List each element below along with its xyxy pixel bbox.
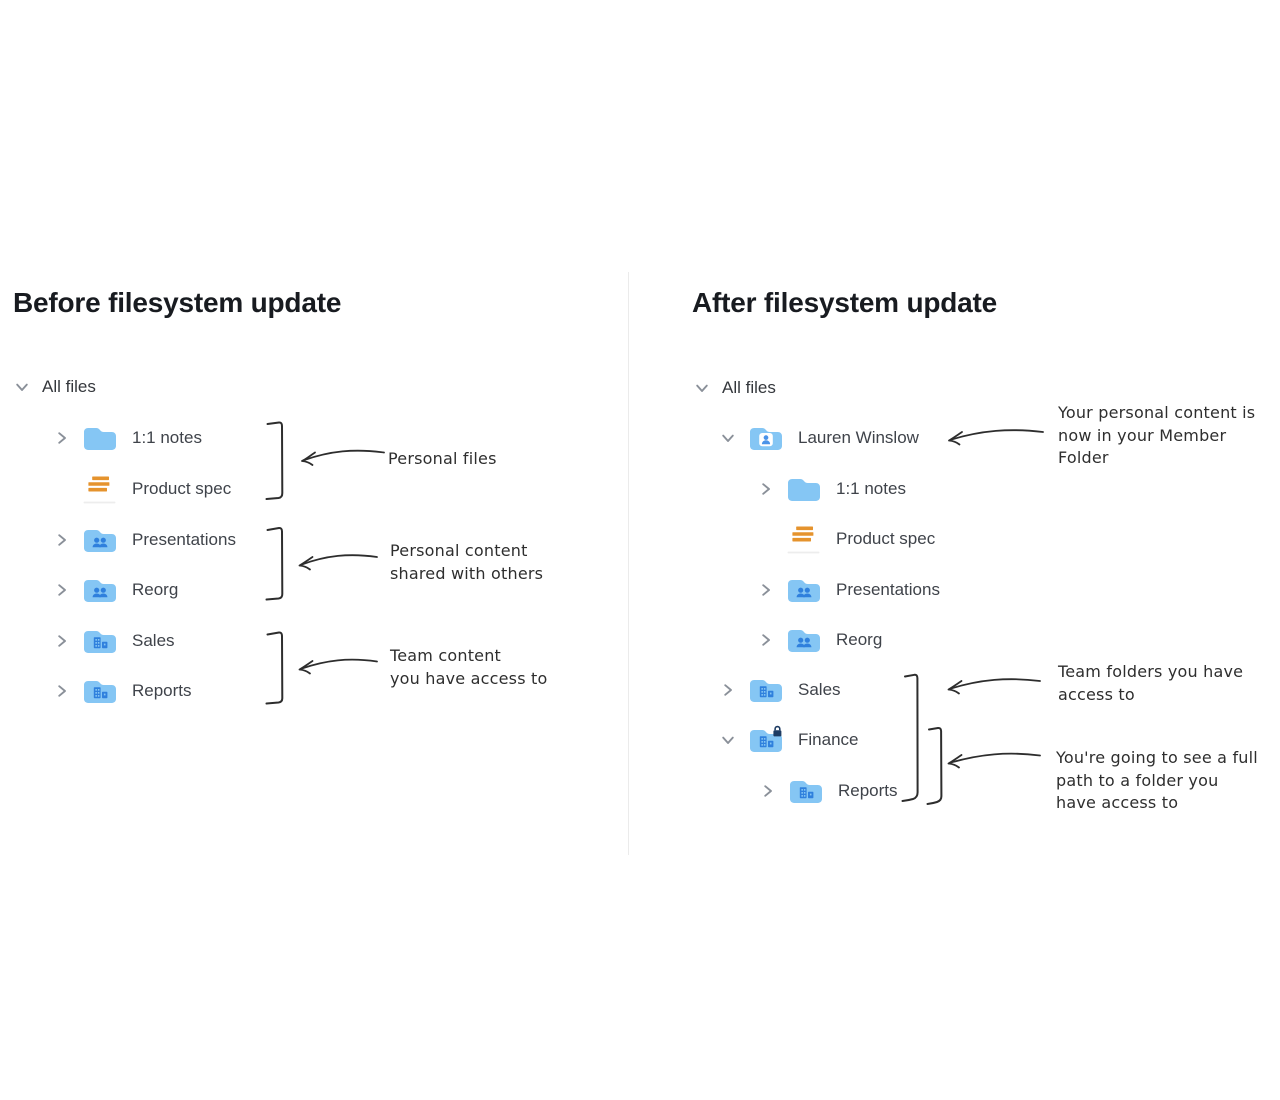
chevron-right-icon[interactable] — [54, 633, 70, 649]
tree-item-label: Reorg — [132, 580, 179, 599]
bracket-team-content — [265, 631, 284, 705]
tree-root-all-files-before[interactable]: All files — [14, 365, 96, 409]
locked-team-folder-icon — [748, 724, 784, 756]
chevron-right-icon[interactable] — [720, 682, 736, 698]
tree-item-product-spec[interactable]: Product spec — [54, 467, 231, 511]
tree-item-label: Sales — [798, 680, 841, 699]
shared-folder-icon — [786, 574, 822, 606]
team-folder-icon — [82, 675, 118, 707]
chevron-right-icon[interactable] — [54, 430, 70, 446]
arrow-full-path — [947, 752, 1041, 769]
tree-item-sales[interactable]: Sales — [54, 619, 175, 663]
tree-item-label: Product spec — [836, 529, 936, 548]
annotation-personal-files: Personal files — [388, 449, 497, 468]
tree-item-label: Lauren Winslow — [798, 428, 919, 447]
tree-root-all-files-after[interactable]: All files — [694, 366, 776, 410]
tree-item-finance[interactable]: Finance — [720, 718, 858, 762]
shared-folder-icon — [82, 574, 118, 606]
member-folder-icon — [748, 422, 784, 454]
tree-item-label: Reports — [132, 681, 192, 700]
annotation-personal-content-shared: Personal content shared with others — [390, 541, 544, 583]
tree-item-label: Sales — [132, 631, 175, 650]
tree-item-label: Reports — [838, 781, 898, 800]
arrow-team-content — [298, 658, 378, 675]
tree-item-reports[interactable]: Reports — [54, 669, 192, 713]
tree-item-1-1-notes[interactable]: 1:1 notes — [54, 416, 202, 460]
shared-folder-icon — [82, 524, 118, 556]
before-panel-title: Before filesystem update — [13, 287, 342, 318]
bracket-full-path — [926, 726, 943, 805]
chevron-down-icon[interactable] — [14, 379, 30, 395]
tree-item-presentations[interactable]: Presentations — [758, 568, 940, 612]
panel-divider — [628, 272, 629, 855]
tree-item-label: 1:1 notes — [132, 428, 202, 447]
arrow-member-folder — [948, 429, 1044, 446]
tree-item-product-spec[interactable]: Product spec — [758, 517, 935, 561]
tree-item-label: Presentations — [836, 580, 940, 599]
annotation-member-folder: Your personal content is now in your Mem… — [1058, 403, 1256, 467]
chevron-right-icon[interactable] — [54, 532, 70, 548]
paper-doc-icon — [786, 523, 822, 555]
tree-item-label: 1:1 notes — [836, 479, 906, 498]
tree-item-reports[interactable]: Reports — [760, 769, 898, 813]
after-panel-title: After filesystem update — [692, 287, 998, 318]
paper-doc-icon — [82, 473, 118, 505]
chevron-right-icon[interactable] — [758, 632, 774, 648]
tree-item-presentations[interactable]: Presentations — [54, 518, 236, 562]
tree-root-label: All files — [722, 378, 776, 397]
arrow-team-folders — [947, 678, 1041, 695]
shared-folder-icon — [786, 624, 822, 656]
tree-item-label: Reorg — [836, 630, 883, 649]
tree-item-reorg[interactable]: Reorg — [54, 568, 178, 612]
chevron-right-icon[interactable] — [54, 683, 70, 699]
arrow-personal-shared — [298, 554, 378, 571]
team-folder-icon — [788, 775, 824, 807]
bracket-personal-files — [265, 421, 284, 500]
team-folder-icon — [82, 625, 118, 657]
annotation-full-path: You're going to see a full path to a fol… — [1056, 748, 1258, 812]
chevron-right-icon[interactable] — [760, 783, 776, 799]
team-folder-icon — [748, 674, 784, 706]
annotation-team-folders-access: Team folders you have access to — [1058, 662, 1244, 704]
chevron-right-icon[interactable] — [758, 481, 774, 497]
folder-icon — [82, 422, 118, 454]
chevron-down-icon[interactable] — [694, 380, 710, 396]
tree-item-reorg[interactable]: Reorg — [758, 618, 882, 662]
folder-icon — [786, 473, 822, 505]
bracket-personal-shared — [265, 526, 284, 601]
tree-item-lauren-winslow[interactable]: Lauren Winslow — [720, 416, 919, 460]
tree-item-label: Finance — [798, 730, 859, 749]
tree-item-sales[interactable]: Sales — [720, 668, 841, 712]
tree-item-label: Product spec — [132, 479, 232, 498]
chevron-right-icon[interactable] — [758, 582, 774, 598]
chevron-down-icon[interactable] — [720, 732, 736, 748]
tree-item-1-1-notes[interactable]: 1:1 notes — [758, 467, 906, 511]
chevron-down-icon[interactable] — [720, 430, 736, 446]
chevron-right-icon[interactable] — [54, 582, 70, 598]
tree-item-label: Presentations — [132, 530, 236, 549]
tree-root-label: All files — [42, 377, 96, 396]
annotation-team-content: Team content you have access to — [390, 646, 548, 688]
arrow-personal-files — [301, 449, 385, 466]
bracket-team-folders — [901, 673, 919, 802]
